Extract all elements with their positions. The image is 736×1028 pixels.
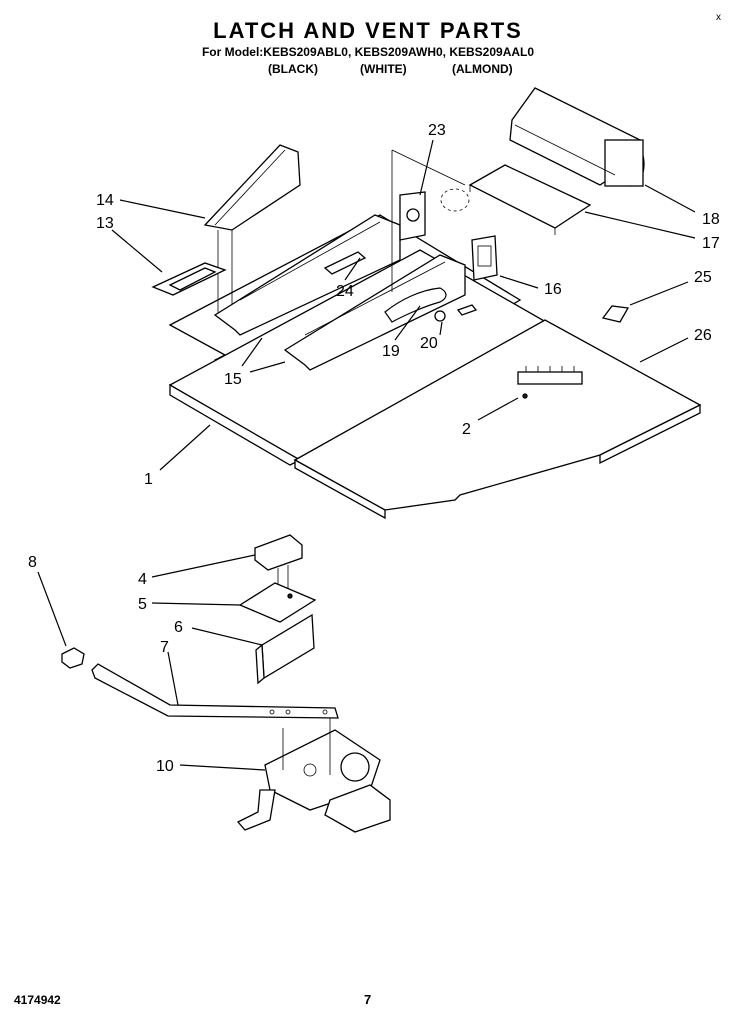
bracket-part-16 [471,235,498,281]
latch-cam [340,752,370,782]
shield-part-6 [261,613,315,680]
channel-part-15a [213,214,401,336]
leader-24 [344,257,361,281]
main-panel-part-1-edge [169,383,302,466]
leader-6 [191,627,263,646]
leader-14 [119,199,206,219]
callout-26: 26 [694,327,712,344]
panel-part-26-edge [294,458,386,520]
plate-part-17 [468,164,592,229]
fan-motor-housing [604,139,644,187]
fitting-part-20-clip [456,304,478,316]
panel-part-26 [293,319,702,511]
model-line: For Model:KEBS209ABL0, KEBS209AWH0, KEBS… [201,45,535,59]
latch-rod-part-7 [91,663,339,719]
leader-20 [439,321,443,336]
leader-15a [241,337,263,367]
callout-5: 5 [138,596,147,613]
leader-26 [639,337,689,363]
leader-23 [419,139,434,196]
callout-2: 2 [462,421,471,438]
clip-part-25 [601,305,630,323]
leader-18 [644,184,696,213]
callout-13: 13 [96,215,114,232]
leader-13 [111,229,163,273]
color-almond: (ALMOND) [452,62,513,76]
callout-15: 15 [224,371,242,388]
callout-17: 17 [702,235,720,252]
dashed-ring [440,188,470,212]
doc-number: 4174942 [14,993,61,1007]
callout-24: 24 [336,283,354,300]
callout-6: 6 [174,619,183,636]
callout-19: 19 [382,343,400,360]
leader-2 [477,397,519,421]
leader-17 [584,211,696,239]
switch-part-4 [254,534,303,571]
page-number: 7 [364,992,372,1007]
callout-8: 8 [28,554,37,571]
leader-19 [394,305,421,341]
callout-1: 1 [144,471,153,488]
panel-part-26-edge-right [599,403,701,465]
bracket-part-23-hole [406,208,420,222]
callout-23: 23 [428,122,446,139]
insulator-part-5 [238,582,317,623]
duct-part-14 [203,144,301,231]
callout-20: 20 [420,335,438,352]
callout-7: 7 [160,639,169,656]
slide-part-13-inner [168,267,217,291]
insulator-hole [287,593,293,599]
tube-part-19 [384,287,447,323]
latch-hook [236,789,276,831]
channel-part-15b [283,254,466,371]
color-black: (BLACK) [268,62,318,76]
callout-25: 25 [694,269,712,286]
corner-mark: x [716,12,721,23]
terminal-block-part-2 [517,371,583,385]
callout-4: 4 [138,571,147,588]
leader-10 [179,764,266,771]
clip-part-24 [323,251,367,275]
leader-25 [629,281,689,306]
fitting-part-20 [434,310,446,322]
leader-5 [151,602,241,606]
leader-15b [249,361,286,373]
callout-18: 18 [702,211,720,228]
callout-14: 14 [96,192,114,209]
color-white: (WHITE) [360,62,407,76]
leader-7 [167,651,179,706]
page-title: LATCH AND VENT PARTS [213,18,523,43]
leader-1 [159,424,211,471]
callout-16: 16 [544,281,562,298]
leader-8 [37,571,67,647]
leader-4 [151,554,256,578]
latch-bracket [324,784,391,833]
leader-16 [499,275,539,289]
bumper-part-8 [61,647,85,669]
terminal-screw [522,393,528,399]
callout-10: 10 [156,758,174,775]
shield-part-6-lip [255,643,265,685]
